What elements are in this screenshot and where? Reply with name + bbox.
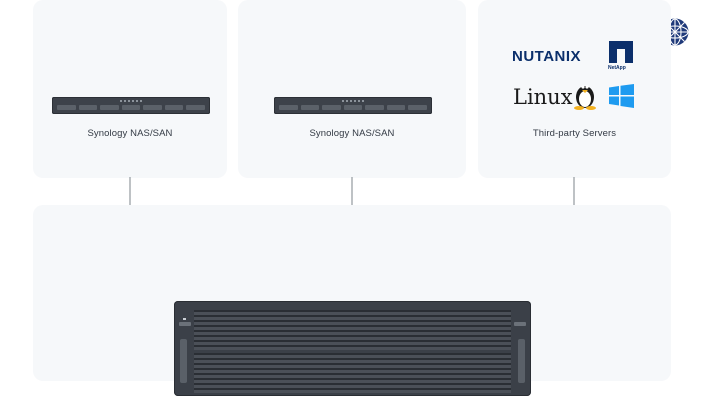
source-card-synology-2: Synology NAS/SAN: [238, 0, 466, 178]
card-label: Synology NAS/SAN: [87, 128, 173, 139]
netapp-icon: [609, 41, 633, 63]
storage-rack-icon: [174, 301, 531, 396]
windows-icon: [609, 84, 634, 108]
nutanix-logo: NUTANIX: [512, 48, 582, 65]
nas-device-icon: [274, 97, 432, 114]
source-card-synology-1: Synology NAS/SAN: [33, 0, 227, 178]
tux-icon: [574, 85, 596, 110]
netapp-logo-text: NetApp: [608, 65, 626, 71]
source-card-third-party: Third-party Servers: [478, 0, 671, 178]
nas-device-icon: [52, 97, 210, 114]
card-label: Synology NAS/SAN: [309, 128, 395, 139]
card-label: Third-party Servers: [532, 128, 617, 139]
linux-logo: Linux: [513, 85, 573, 109]
